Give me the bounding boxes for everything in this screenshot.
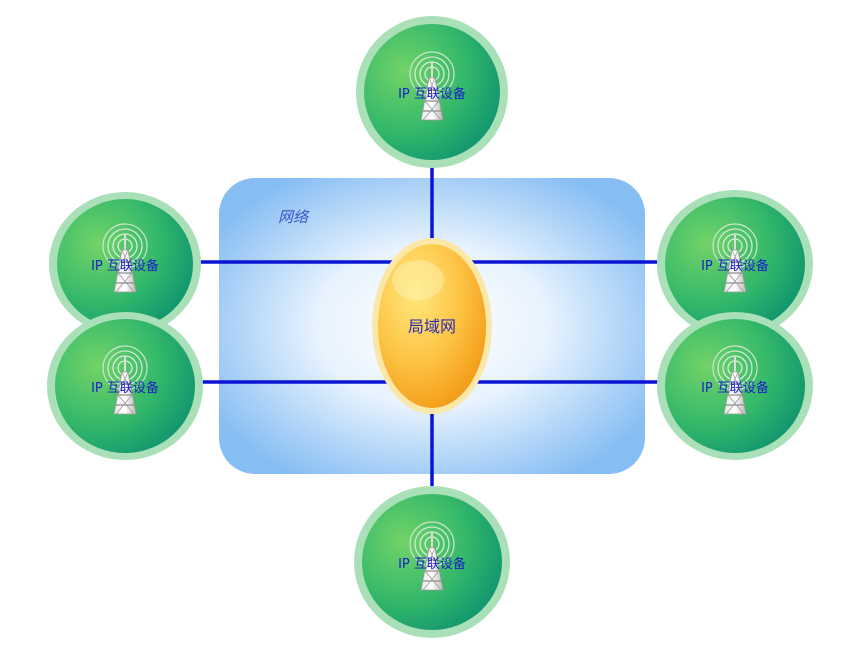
device-node: IP 互联设备 xyxy=(657,190,813,338)
connection-links xyxy=(198,165,660,486)
device-label: IP 互联设备 xyxy=(701,258,769,274)
device-label: IP 互联设备 xyxy=(701,380,769,396)
lan-hub: 局域网 xyxy=(372,238,492,414)
device-node: IP 互联设备 xyxy=(47,312,203,460)
device-node: IP 互联设备 xyxy=(49,192,201,336)
device-label: IP 互联设备 xyxy=(398,556,466,572)
device-label: IP 互联设备 xyxy=(91,258,159,274)
device-node: IP 互联设备 xyxy=(356,16,508,168)
device-node: IP 互联设备 xyxy=(657,312,813,460)
device-label: IP 互联设备 xyxy=(398,86,466,102)
device-label: IP 互联设备 xyxy=(91,380,159,396)
network-label: 网络 xyxy=(278,208,310,226)
hub-label: 局域网 xyxy=(408,317,456,336)
device-node: IP 互联设备 xyxy=(354,486,510,638)
